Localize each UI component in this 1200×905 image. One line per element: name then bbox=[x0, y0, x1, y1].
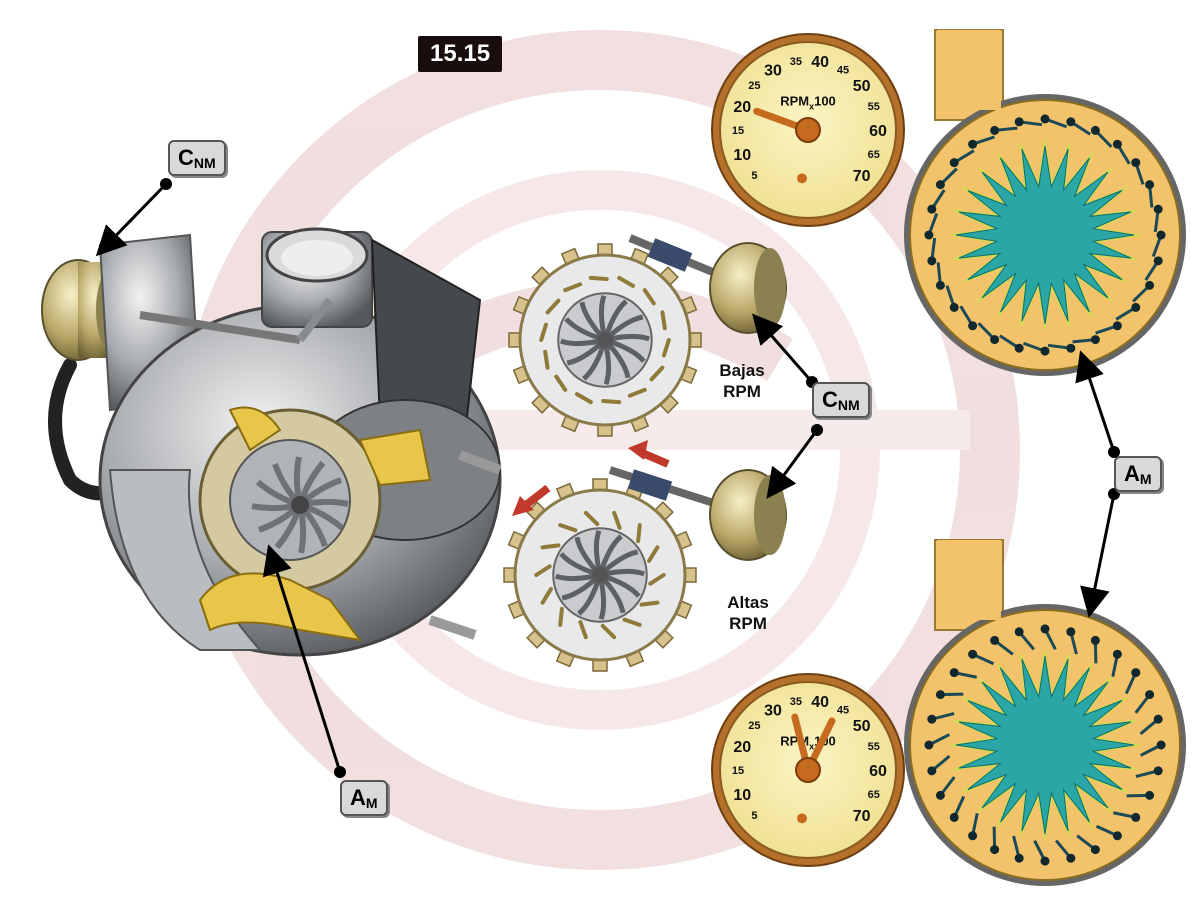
caption-low-line2: RPM bbox=[723, 382, 761, 401]
gauge-tick-label: 45 bbox=[837, 64, 849, 76]
ring-vane bbox=[534, 564, 552, 577]
label-main: A bbox=[350, 785, 366, 810]
vane-ring-high-rpm bbox=[503, 478, 697, 672]
ring-vane bbox=[648, 573, 666, 586]
gauge-tick-label: 25 bbox=[748, 720, 760, 732]
ring-vane bbox=[617, 275, 636, 288]
gauge-tick-label: 45 bbox=[837, 704, 849, 716]
ring-vane bbox=[545, 298, 561, 315]
ring-vane bbox=[540, 587, 553, 605]
label-sub: NM bbox=[837, 397, 860, 413]
motion-arrows bbox=[512, 440, 670, 516]
gauge-tick-label: 35 bbox=[790, 696, 802, 708]
label-vanes-left: AM bbox=[340, 780, 388, 816]
gauge-tick-label: 15 bbox=[732, 125, 744, 137]
gauge-tick-label: 10 bbox=[733, 147, 751, 164]
gauge-tick-label: 55 bbox=[868, 741, 880, 753]
ring-vane bbox=[622, 617, 642, 627]
gauge-tick-label: 70 bbox=[853, 168, 871, 185]
rpm-gauge-low: 510 15 20 25 30 35 40 45 50 55 60 65 70 RPMx100 bbox=[711, 33, 905, 227]
gauge-tick-label: 10 bbox=[733, 787, 751, 804]
turbocharger-cutaway bbox=[41, 227, 502, 657]
ring-vane bbox=[578, 620, 588, 640]
label-sub: NM bbox=[193, 155, 216, 171]
figure-number-badge: 15.15 bbox=[418, 36, 503, 72]
ring-vane bbox=[662, 338, 671, 358]
gauge-tick-label: 5 bbox=[751, 170, 757, 182]
ring-vane bbox=[642, 288, 656, 306]
gauge-tick-label: 40 bbox=[811, 54, 829, 71]
gauge-tick-label: 30 bbox=[764, 62, 782, 79]
caption-low-rpm: Bajas RPM bbox=[710, 360, 774, 402]
turbine-housing-vanes-open bbox=[904, 539, 1186, 886]
ring-vane bbox=[574, 392, 593, 405]
ring-vane bbox=[649, 365, 665, 382]
ring-vane bbox=[539, 322, 548, 342]
gauge-tick-label: 35 bbox=[790, 56, 802, 68]
gauge-tick-label: 40 bbox=[811, 694, 829, 711]
gauge-tick-label: 55 bbox=[868, 101, 880, 113]
label-vanes-right: AM bbox=[1114, 456, 1162, 492]
turbine-housing-vanes-closed bbox=[904, 29, 1186, 376]
caption-low-line1: Bajas bbox=[719, 361, 765, 380]
gauge-tick-label: 20 bbox=[733, 739, 751, 756]
gauge-tick-label: 60 bbox=[869, 123, 887, 140]
gauge-tick-label: 60 bbox=[869, 763, 887, 780]
label-actuator-left: CNM bbox=[168, 140, 226, 176]
gauge-tick-label: 70 bbox=[853, 808, 871, 825]
gauge-tick-label: 5 bbox=[751, 810, 757, 822]
ring-vane bbox=[600, 623, 617, 640]
gauge-unit-label: RPMx100 bbox=[780, 93, 836, 111]
label-main: C bbox=[178, 145, 194, 170]
ring-vane bbox=[543, 349, 550, 370]
ring-vane bbox=[636, 523, 642, 544]
gauge-tick-label: 25 bbox=[748, 80, 760, 92]
vane-ring-low-rpm bbox=[508, 243, 702, 437]
ring-vane bbox=[639, 600, 660, 607]
ring-vane bbox=[563, 282, 583, 293]
label-sub: M bbox=[365, 795, 378, 811]
ring-vane bbox=[612, 510, 622, 530]
ring-vane bbox=[647, 545, 660, 563]
actuator-low-rpm bbox=[628, 234, 787, 334]
ring-vane bbox=[558, 523, 578, 533]
ring-vane bbox=[601, 398, 622, 405]
ring-vane bbox=[558, 606, 564, 627]
label-sub: M bbox=[1139, 471, 1152, 487]
gauge-tick-label: 50 bbox=[853, 78, 871, 95]
caption-high-rpm: Altas RPM bbox=[716, 592, 780, 634]
gauge-tick-label: 50 bbox=[853, 718, 871, 735]
label-main: A bbox=[1124, 461, 1140, 486]
figure-number: 15.15 bbox=[430, 40, 491, 67]
gauge-tick-label: 30 bbox=[764, 702, 782, 719]
ring-vane bbox=[660, 310, 667, 331]
ring-vane bbox=[554, 374, 568, 392]
caption-high-line1: Altas bbox=[727, 593, 769, 612]
gauge-tick-label: 65 bbox=[868, 149, 880, 161]
label-actuator-middle: CNM bbox=[812, 382, 870, 418]
caption-high-line2: RPM bbox=[729, 614, 767, 633]
label-main: C bbox=[822, 387, 838, 412]
ring-vane bbox=[540, 543, 561, 550]
gauge-tick-label: 20 bbox=[733, 99, 751, 116]
gauge-tick-label: 15 bbox=[732, 765, 744, 777]
ring-vane bbox=[627, 387, 647, 398]
ring-vane bbox=[588, 275, 609, 282]
gauge-tick-label: 65 bbox=[868, 789, 880, 801]
ring-vane bbox=[583, 510, 600, 527]
leader-lines bbox=[95, 182, 1116, 773]
